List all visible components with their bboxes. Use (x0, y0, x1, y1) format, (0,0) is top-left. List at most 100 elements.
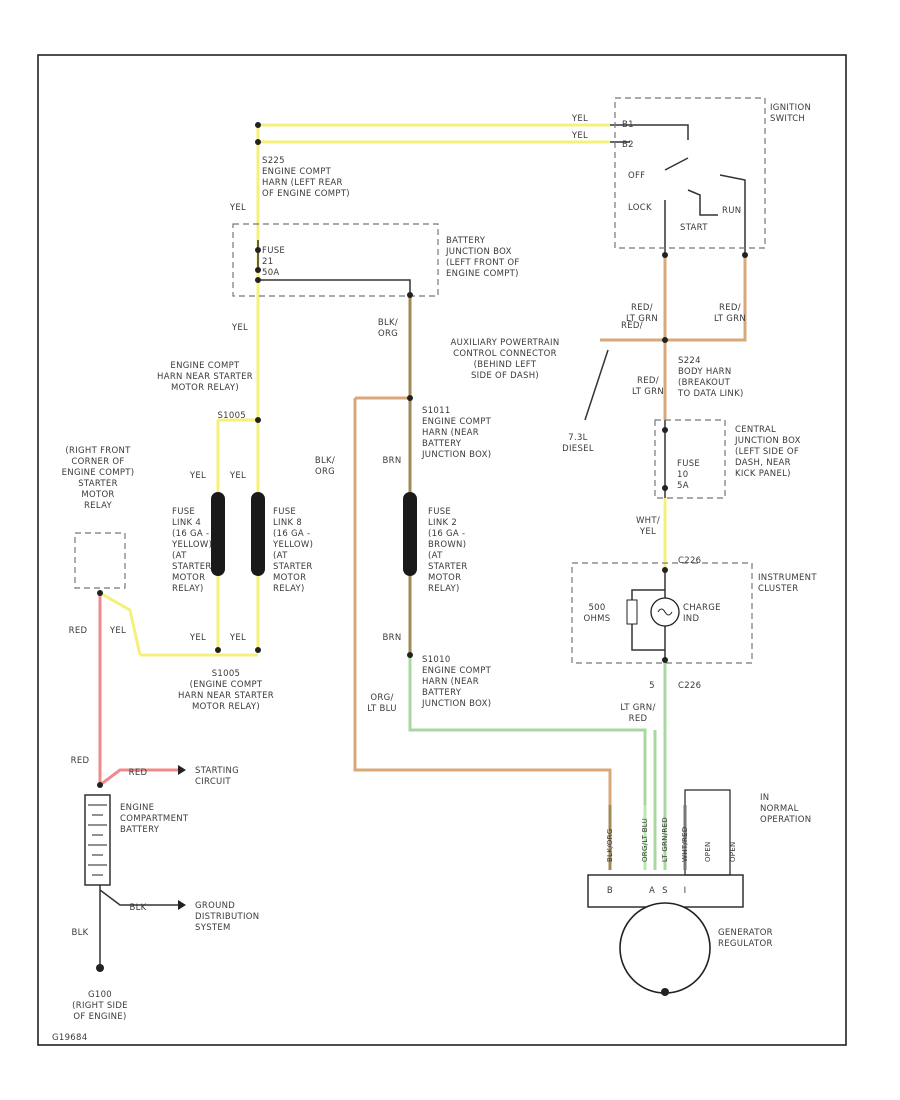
label-ign-b1: B1 (622, 120, 634, 130)
label-red-at-aux: RED/ (621, 321, 643, 331)
label-fig-number: G19684 (52, 1033, 87, 1043)
label-yel-bot1: YEL (189, 633, 206, 643)
label-red-lower: RED (71, 756, 90, 766)
wire-blk-gnd-dist (99, 889, 178, 906)
label-blk-org-upper: BLK/ORG (378, 318, 398, 339)
generator-wire-label: LT GRN/RED (661, 817, 669, 862)
label-brn-lower: BRN (383, 633, 402, 643)
label-yel-left-lower: YEL (109, 626, 126, 636)
label-org-ltblu: ORG/LT BLU (367, 693, 397, 714)
label-brn-upper: BRN (383, 456, 402, 466)
ground-distribution-arrow (178, 900, 186, 910)
generator-wire-label: WHT/RED (681, 826, 689, 862)
generator-pin-label: S (662, 886, 668, 896)
label-wht-yel: WHT/YEL (636, 516, 660, 537)
label-ign-start: START (680, 223, 708, 233)
generator-pin-label: A (649, 886, 655, 896)
label-ign-off: OFF (628, 171, 645, 181)
label-red-ltgrn-right: RED/LT GRN (714, 303, 746, 324)
label-five: 5 (649, 681, 655, 691)
generator-pin-label: B (607, 886, 613, 896)
label-red-ltgrn-s224: RED/LT GRN (632, 376, 664, 397)
bjb-internal-2 (258, 279, 411, 295)
generator-wire-stubs (608, 805, 687, 870)
battery (84, 794, 111, 886)
generator-wire-label: BLK/ORG (606, 828, 614, 862)
label-red-ltgrn-left: RED/LT GRN (626, 303, 658, 324)
instrument-cluster-box (571, 562, 753, 664)
ign-internal-1 (610, 124, 689, 140)
label-yel-fl4: YEL (189, 471, 206, 481)
label-ltgrn-red: LT GRN/RED (620, 703, 655, 724)
battery-junction-box (232, 223, 439, 297)
wire-yel-diag (99, 591, 142, 656)
central-junction-box (654, 419, 726, 499)
label-ign-run: RUN (722, 206, 741, 216)
wire-green-s1010 (408, 655, 647, 870)
label-s1005-top: S1005 (217, 411, 246, 421)
label-blk-org-left: BLK/ORG (315, 456, 335, 477)
wire-red-starting (99, 768, 178, 787)
label-yel-fl8: YEL (229, 471, 246, 481)
ignition-switch-box (614, 97, 766, 249)
ign-internal-5 (719, 174, 746, 255)
ign-internal-6 (687, 189, 718, 216)
label-ign-b2: B2 (622, 140, 634, 150)
fuse-link-4 (211, 492, 225, 576)
label-c226-bot: C226 (678, 681, 701, 691)
label-c226: C226 (678, 556, 701, 566)
label-yel-top1: YEL (571, 114, 588, 124)
lamp-filament (657, 608, 673, 616)
resistor-500-ohm (626, 599, 638, 625)
generator-connector (587, 874, 744, 908)
ign-internal-3 (664, 157, 689, 171)
diesel-arrow (584, 349, 609, 421)
label-yel-s225: YEL (229, 203, 246, 213)
generator-wire-label: OPEN (729, 841, 737, 862)
wire-red-ltgrn-right (665, 255, 747, 342)
diagram-frame (37, 54, 847, 1046)
generator-wire-label: OPEN (704, 841, 712, 862)
generator-body (619, 902, 711, 994)
label-yel-top2: YEL (571, 131, 588, 141)
fuse-link-8 (251, 492, 265, 576)
label-ign-lock: LOCK (628, 203, 652, 213)
generator-pin-label: I (684, 886, 687, 896)
starter-relay-box (74, 532, 126, 589)
generator-wire-label: ORG/LT BLU (641, 818, 649, 862)
battery-cells (88, 804, 107, 876)
starting-circuit-arrow (178, 765, 186, 775)
fuse-link-2 (403, 492, 417, 576)
label-yel-mid: YEL (231, 323, 248, 333)
label-blk-bottom: BLK (71, 928, 88, 938)
splice-dots (96, 122, 748, 996)
label-yel-bot2: YEL (229, 633, 246, 643)
